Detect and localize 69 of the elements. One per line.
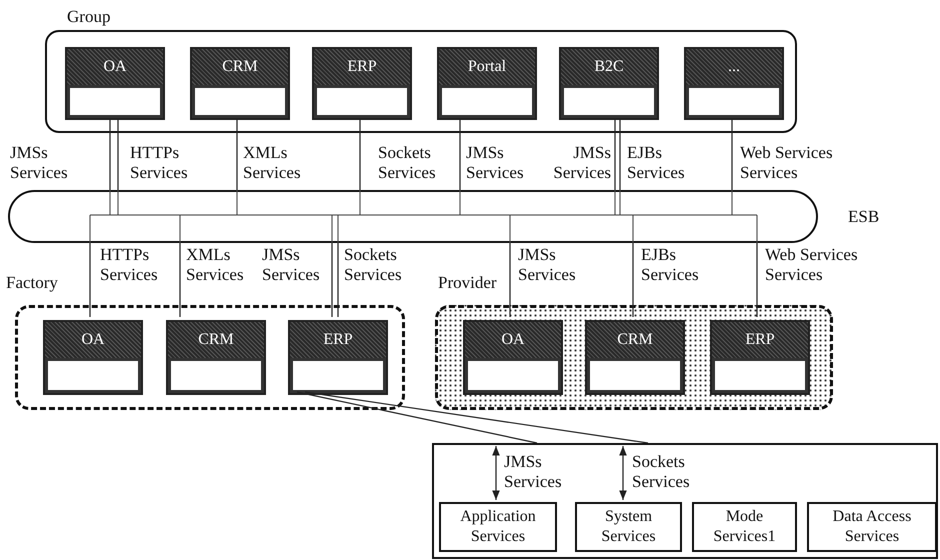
edge-label: JMSs Services: [262, 245, 321, 286]
connector-line: [756, 243, 758, 317]
connector-line: [619, 118, 621, 190]
connector-line: [459, 118, 461, 190]
application-header: ...: [686, 49, 782, 85]
application-box: [288, 320, 388, 395]
double-arrow: [492, 446, 500, 500]
connector-line: [509, 243, 511, 317]
application-header: ERP: [314, 49, 410, 85]
connector-line: [89, 243, 91, 317]
application-header: ERP: [290, 322, 386, 358]
service-box: System Services: [575, 502, 682, 552]
application-box: [463, 320, 563, 395]
edge-label: Sockets Services: [344, 245, 403, 286]
double-arrow: [619, 446, 627, 500]
connector-line: [179, 243, 181, 317]
connector-line: [359, 118, 361, 190]
edge-label: JMSs Services: [504, 452, 563, 493]
connector-line: [117, 118, 119, 190]
group-heading: Factory: [6, 272, 58, 294]
application-box: [166, 320, 266, 395]
connector-line: [109, 118, 111, 190]
edge-label: JMSs Services: [466, 143, 525, 184]
connector-line: [236, 118, 238, 190]
application-header: OA: [45, 322, 141, 358]
application-box: [65, 47, 165, 120]
application-header: ERP: [712, 322, 808, 358]
edge-label: Sockets Services: [378, 143, 437, 184]
edge-label: Web Services Services: [765, 245, 859, 286]
edge-label: EJBs Services: [627, 143, 686, 184]
edge-label: JMSs Services: [518, 245, 577, 286]
edge-label: JMSs Services: [10, 143, 69, 184]
application-header: CRM: [168, 322, 264, 358]
callout-line: [304, 391, 648, 444]
edge-label: XMLs Services: [186, 245, 245, 286]
application-header: CRM: [192, 49, 288, 85]
application-box: [684, 47, 784, 120]
callout-line: [296, 391, 538, 444]
connector-line: [337, 243, 339, 317]
application-header: CRM: [587, 322, 683, 358]
application-header: Portal: [439, 49, 535, 85]
service-box: Mode Services1: [692, 502, 797, 552]
edge-label: HTTPs Services: [130, 143, 189, 184]
application-box: [43, 320, 143, 395]
group-heading: Provider: [438, 272, 497, 294]
edge-label: EJBs Services: [641, 245, 700, 286]
application-box: [585, 320, 685, 395]
connector-line: [632, 243, 634, 317]
application-box: [559, 47, 659, 120]
application-box: [190, 47, 290, 120]
application-box: [710, 320, 810, 395]
connector-line: [331, 243, 333, 317]
edge-label: XMLs Services: [243, 143, 302, 184]
service-box: Application Services: [439, 502, 557, 552]
service-box: Data Access Services: [807, 502, 937, 552]
group-heading: ESB: [848, 206, 880, 228]
edge-label: HTTPs Services: [100, 245, 159, 286]
application-box: [437, 47, 537, 120]
connector-line: [731, 118, 733, 190]
group-heading: Group: [67, 6, 110, 28]
application-header: OA: [465, 322, 561, 358]
application-header: B2C: [561, 49, 657, 85]
application-header: OA: [67, 49, 163, 85]
connector-line: [614, 118, 616, 190]
edge-label: Web Services Services: [740, 143, 834, 184]
edge-label: Sockets Services: [632, 452, 691, 493]
detail-panel: [432, 443, 938, 559]
edge-label: JMSs Services: [552, 143, 611, 184]
application-box: [312, 47, 412, 120]
